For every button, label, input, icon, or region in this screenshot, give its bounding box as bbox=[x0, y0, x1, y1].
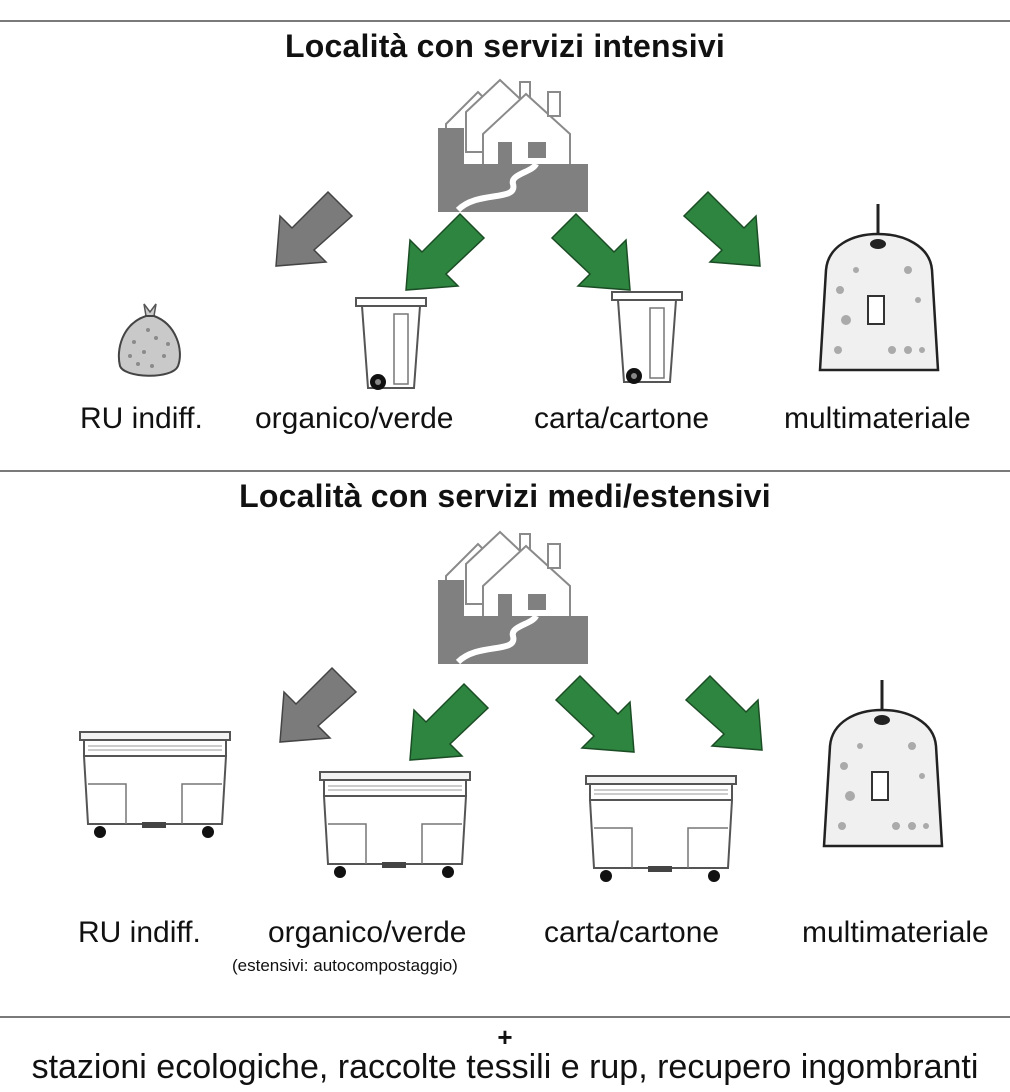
bell-container-icon bbox=[818, 204, 940, 372]
footer-text: stazioni ecologiche, raccolte tessili e … bbox=[31, 1048, 979, 1086]
section-title-extensive: Località con servizi medi/estensivi bbox=[239, 478, 771, 514]
plus-sign: + bbox=[497, 1022, 513, 1052]
label-carta-cartone: carta/cartone bbox=[544, 916, 720, 949]
arrow-green-left bbox=[409, 682, 490, 761]
label-multimateriale: multimateriale bbox=[802, 916, 989, 949]
label-ru-indiff: RU indiff. bbox=[80, 402, 203, 435]
houses-icon bbox=[438, 78, 588, 213]
section-title-intensive: Località con servizi intensivi bbox=[285, 28, 725, 64]
top-divider bbox=[0, 20, 1010, 22]
label-organico-verde: organico/verde bbox=[255, 402, 454, 435]
wheelie-bin-icon bbox=[611, 291, 683, 384]
arrow-gray-left bbox=[279, 666, 358, 743]
dumpster-icon bbox=[319, 771, 471, 878]
bell-container-icon bbox=[822, 680, 944, 848]
arrow-green-right bbox=[550, 212, 631, 291]
arrow-green-right-far bbox=[682, 190, 761, 267]
dumpster-icon bbox=[79, 731, 231, 838]
arrow-green-right-far bbox=[684, 674, 763, 751]
label-multimateriale: multimateriale bbox=[784, 402, 971, 435]
arrow-green-left bbox=[405, 212, 486, 291]
label-ru-indiff: RU indiff. bbox=[78, 916, 201, 949]
label-carta-cartone: carta/cartone bbox=[534, 402, 710, 435]
dumpster-icon bbox=[585, 775, 737, 882]
bottom-divider bbox=[0, 1016, 1010, 1018]
middle-divider bbox=[0, 470, 1010, 472]
arrow-green-right bbox=[554, 674, 635, 753]
houses-icon bbox=[438, 530, 588, 665]
waste-bag-icon bbox=[117, 303, 181, 377]
label-organico-verde: organico/verde bbox=[268, 916, 467, 949]
wheelie-bin-icon bbox=[355, 297, 427, 390]
note-autocompostaggio: (estensivi: autocompostaggio) bbox=[232, 956, 458, 975]
arrow-gray-left bbox=[275, 190, 354, 267]
